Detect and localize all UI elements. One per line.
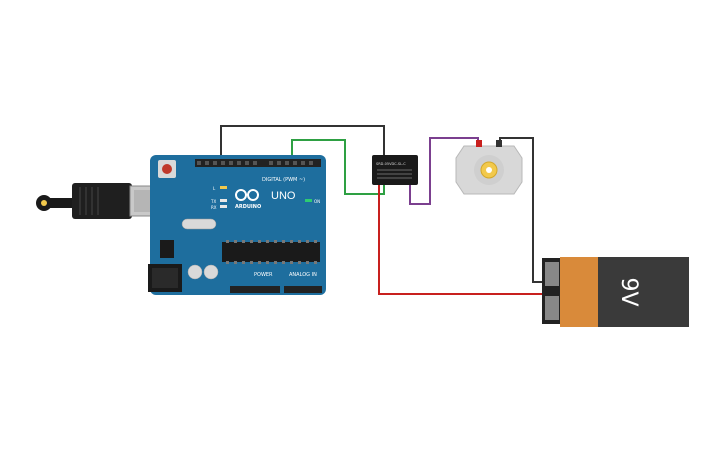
l-label: L — [213, 186, 216, 191]
uno-label: UNO — [271, 190, 296, 202]
arduino-uno-board[interactable]: DIGITAL (PWM ~) L TX RX ARDUINO UNO ON — [148, 155, 326, 295]
wire-purple-relay-motor[interactable] — [409, 137, 479, 205]
wire-red-power[interactable] — [378, 185, 545, 295]
digital-label: DIGITAL (PWM ~) — [262, 177, 305, 183]
dc-motor[interactable] — [455, 140, 523, 195]
voltage-regulator — [160, 240, 174, 258]
battery-dark-section — [598, 257, 689, 327]
on-label: ON — [314, 199, 320, 204]
atmega-chip — [222, 242, 320, 262]
relay-model-text: SRD-05VDC-SL-C — [376, 162, 406, 166]
capacitor-2 — [203, 264, 219, 280]
rx-label: RX — [211, 205, 217, 210]
battery-label: 9V — [616, 277, 641, 306]
arduino-logo-text: ARDUINO — [235, 204, 261, 210]
analog-header — [284, 286, 322, 293]
usb-cable-body — [50, 198, 74, 208]
analog-label: ANALOG IN — [289, 272, 317, 278]
power-header — [230, 286, 280, 293]
battery-orange-section — [560, 257, 600, 327]
relay-module[interactable]: SRD-05VDC-SL-C — [372, 155, 418, 185]
power-label: POWER — [254, 272, 273, 278]
arduino-logo-icon — [235, 189, 259, 201]
crystal-oscillator — [181, 218, 217, 230]
wire-green-signal[interactable] — [291, 139, 385, 195]
wire-black-gnd[interactable] — [220, 125, 385, 160]
tx-label: TX — [210, 199, 216, 204]
motor-gear-icon — [480, 161, 498, 179]
usb-connector — [72, 183, 132, 219]
digital-header — [195, 159, 321, 167]
capacitor-1 — [187, 264, 203, 280]
battery-9v[interactable]: 9V — [542, 257, 689, 327]
